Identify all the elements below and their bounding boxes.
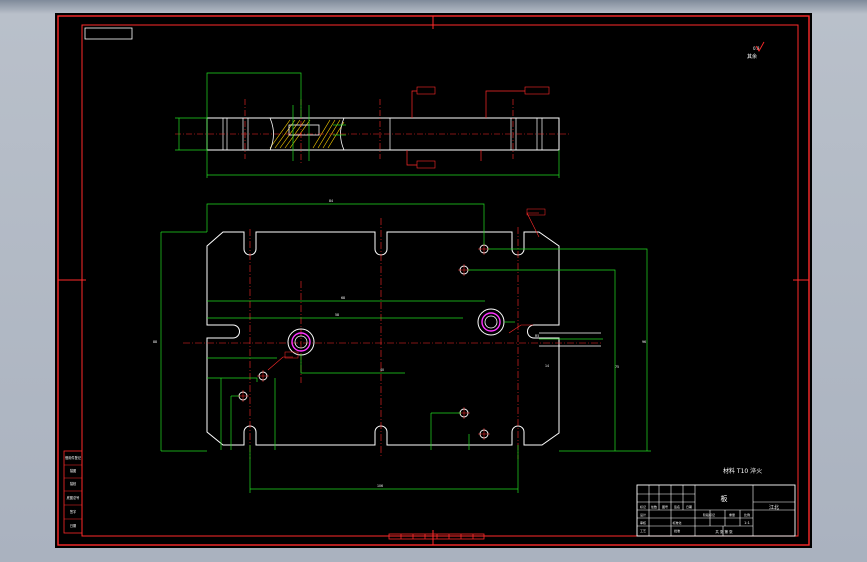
- inner-border: [81, 24, 799, 537]
- dim-mark: 40: [380, 368, 384, 372]
- side-label: 底图总号: [67, 495, 80, 500]
- small-holes: [238, 244, 489, 439]
- title-block: 板 江北 标记 处数 图号 签名 日期 设计 审核 工艺 标准化 批准 阶段标记…: [636, 484, 796, 537]
- tb-design: 设计: [640, 512, 646, 517]
- title-block-title: 板: [721, 494, 728, 503]
- outer-frame: [57, 15, 810, 546]
- title-block-org: 江北: [769, 504, 779, 511]
- side-label: 描校: [70, 481, 77, 486]
- tb-mark: 标记: [640, 504, 646, 509]
- tb-sign: 签名: [674, 504, 680, 509]
- dim-mark: R5: [535, 334, 539, 338]
- hole-large-right: [477, 308, 505, 336]
- tb-check: 审核: [640, 520, 646, 525]
- side-label: 描图: [70, 468, 76, 473]
- tb-sheet: 共 张 第 张: [715, 529, 733, 534]
- dim-mark: 106: [377, 484, 383, 488]
- side-label: 借用件登记: [65, 455, 82, 460]
- right-slot: [539, 332, 601, 347]
- dim-mark: 68: [341, 296, 345, 300]
- tb-weight: 重量: [729, 512, 735, 517]
- roughness-note: 0.8 其余: [747, 41, 765, 60]
- tb-approve: 批准: [674, 528, 680, 533]
- roughness-symbol: [755, 41, 765, 52]
- side-label: 签字: [70, 509, 76, 514]
- section-view: [175, 72, 570, 178]
- side-registration-table: 借用件登记 描图 描校 底图总号 签字 日期: [63, 450, 83, 534]
- tb-date: 日期: [686, 504, 692, 509]
- dim-mark: 84: [329, 199, 333, 203]
- tb-count: 处数: [651, 504, 657, 509]
- scale-strip: [388, 533, 485, 540]
- dim-mark: 14: [545, 364, 549, 368]
- dim-mark: 75: [615, 365, 619, 369]
- tb-scale-value: 1:1: [744, 521, 750, 525]
- material-note: 材料 T10 淬火: [723, 467, 762, 475]
- tb-process: 工艺: [640, 528, 646, 533]
- dim-mark: 88: [153, 340, 157, 344]
- tb-stage: 阶段标记: [703, 512, 715, 517]
- tb-zone: 图号: [662, 504, 668, 509]
- drawing-number-box: [84, 27, 133, 40]
- plate-outline: [206, 231, 560, 446]
- roughness-value: 0.8: [753, 46, 760, 51]
- side-label: 日期: [70, 523, 76, 528]
- roughness-label: 其余: [747, 53, 757, 60]
- cad-drawing-canvas[interactable]: 借用件登记 描图 描校 底图总号 签字 日期 0.8 其余: [55, 13, 812, 548]
- tb-std: 标准化: [672, 520, 681, 525]
- tb-ratio: 比例: [744, 512, 750, 517]
- dim-mark: 96: [642, 340, 646, 344]
- plan-view: 84 106 88 96 68 58 40 75 R5 14: [153, 199, 651, 493]
- dim-mark: 58: [335, 313, 339, 317]
